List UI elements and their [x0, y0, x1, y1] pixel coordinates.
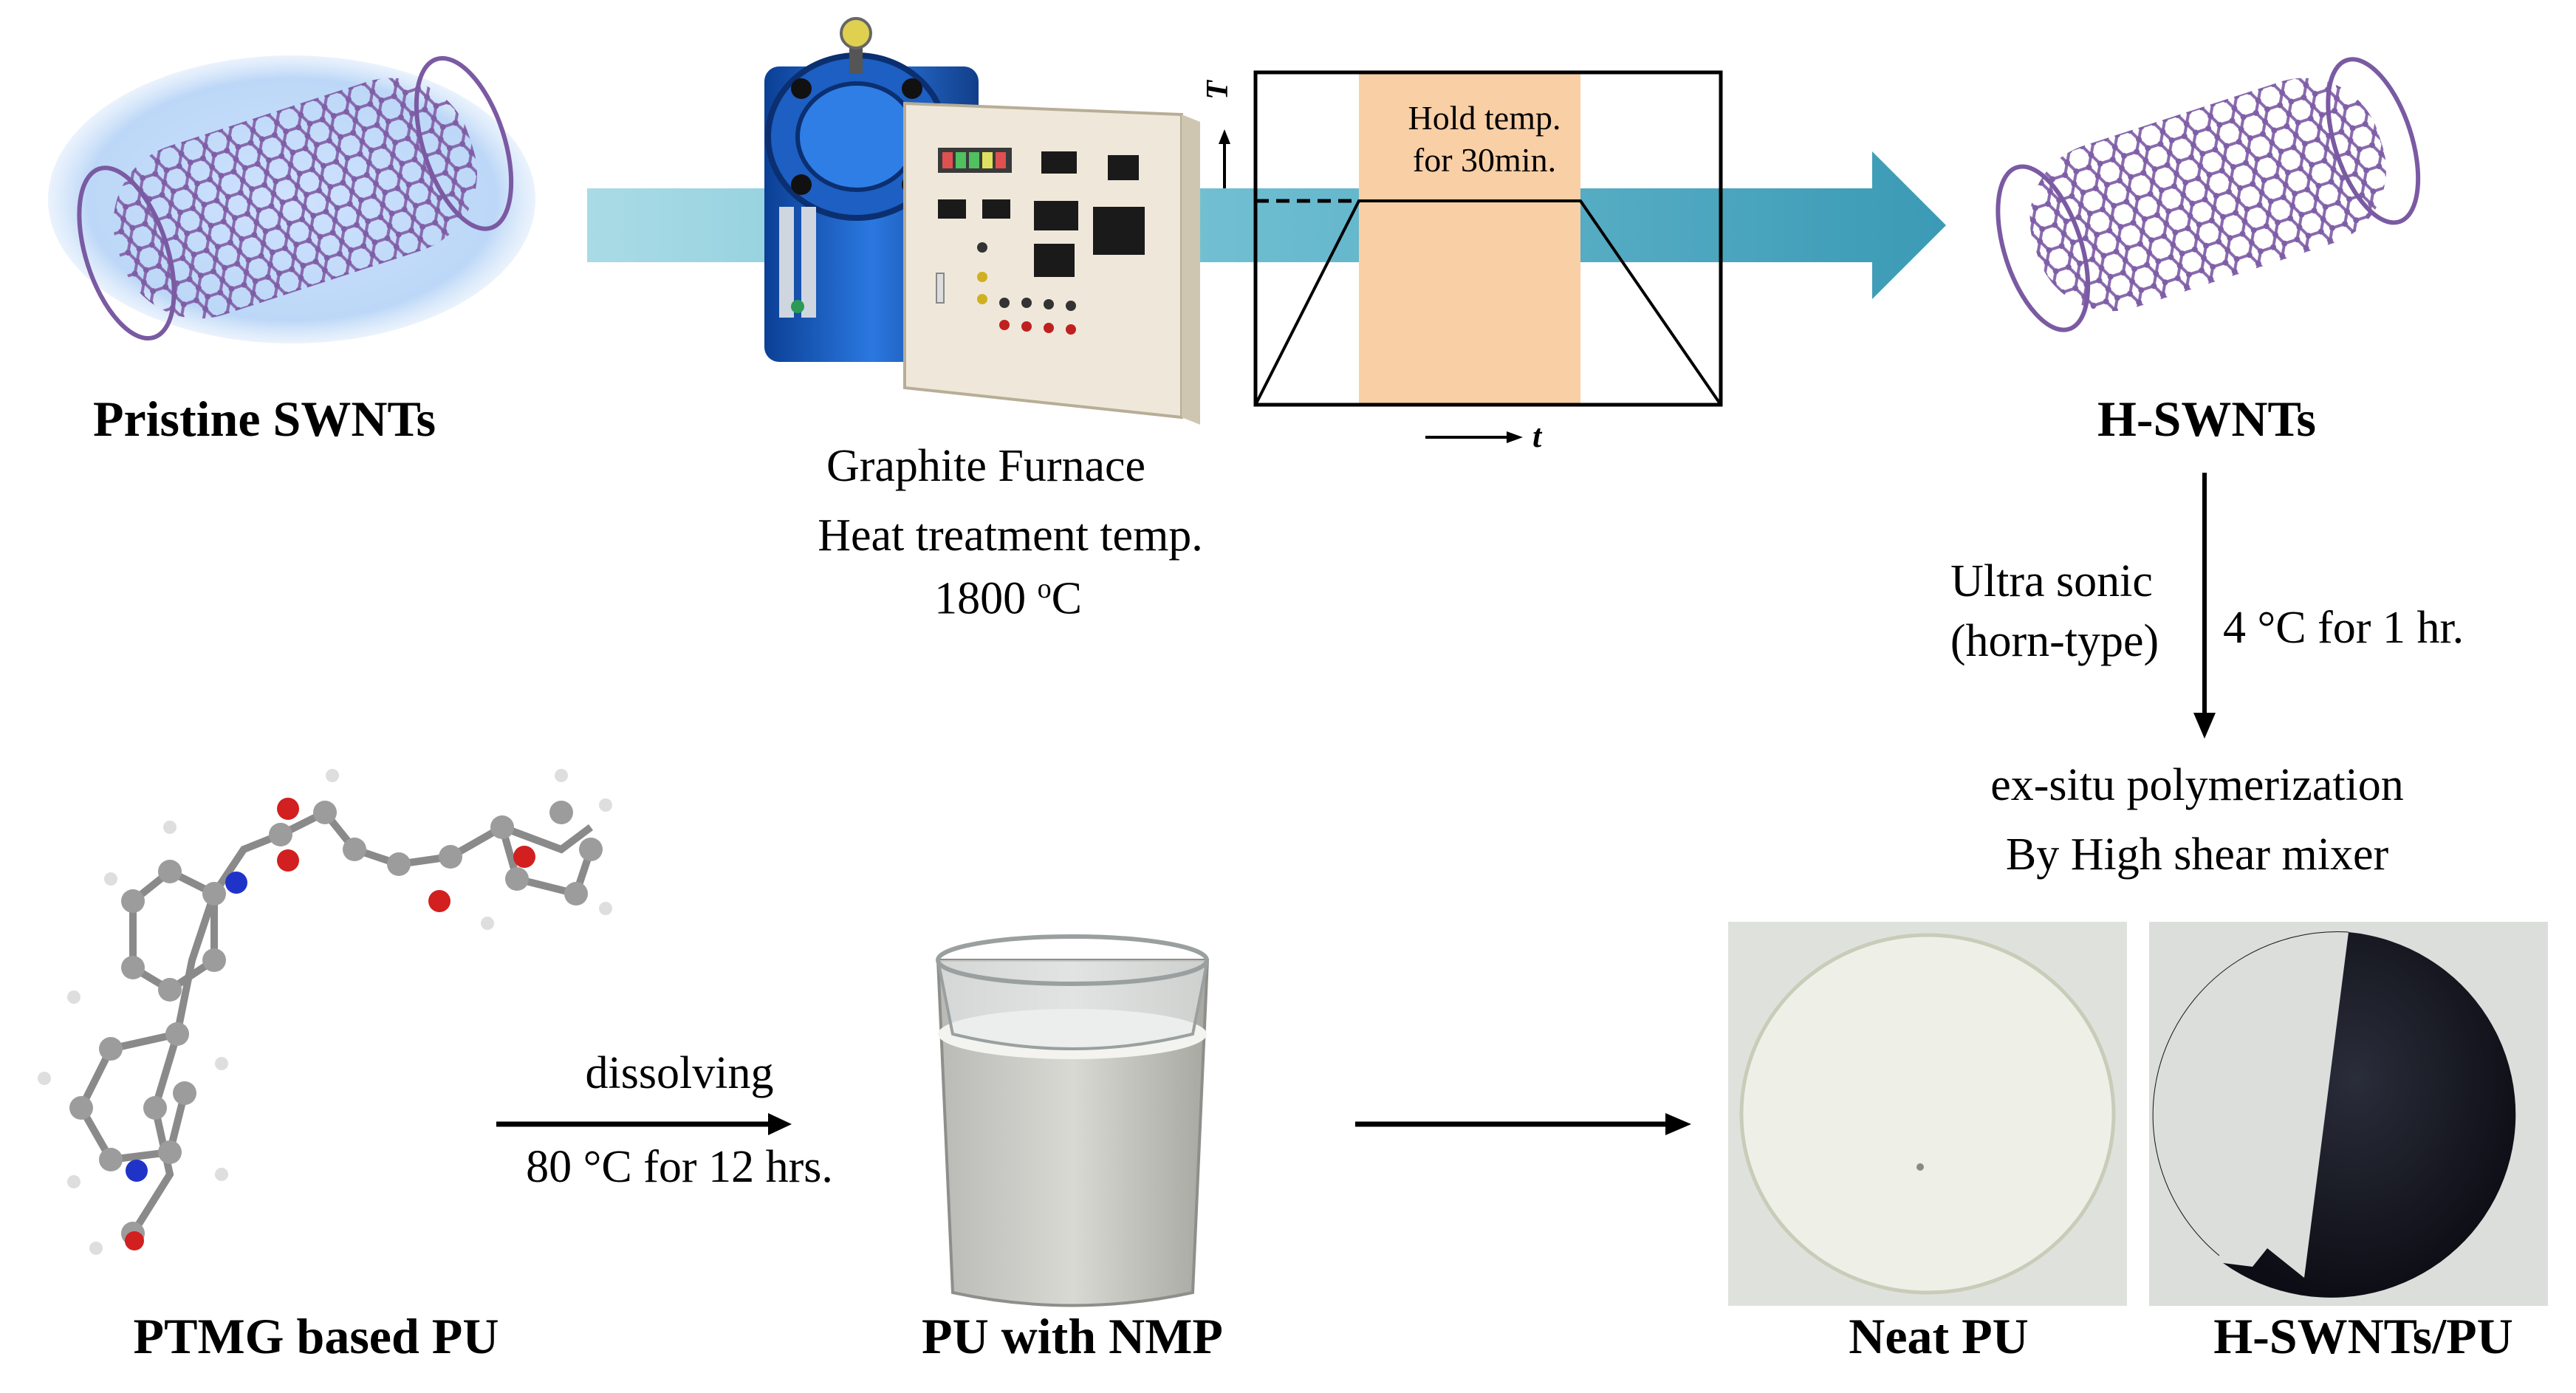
hswnts-pu-film-photo — [2149, 922, 2548, 1306]
graph-frame — [1253, 70, 1723, 407]
h-swnts-pu-label: H-SWNTs/PU — [2213, 1308, 2513, 1364]
graphite-furnace-illustration — [764, 17, 1200, 425]
dissolving-label: dissolving — [585, 1048, 774, 1098]
heat-treatment-temp-value: 1800 oC — [934, 573, 1082, 624]
pu-nmp-beaker-illustration — [936, 934, 1210, 1307]
neat-pu-film-photo — [1728, 922, 2127, 1306]
hold-temperature-band — [1359, 72, 1580, 405]
heat-treatment-temp-label: Heat treatment temp. — [818, 510, 1203, 561]
ex-situ-polymerization-label: ex-situ polymerization — [1990, 760, 2404, 810]
ptmg-molecule-illustration — [38, 769, 612, 1255]
h-swnt-illustration — [1996, 57, 2421, 332]
hold-temp-label: Hold temp. — [1408, 99, 1561, 137]
high-shear-mixer-label: By High shear mixer — [2005, 829, 2389, 880]
sonication-condition-label: 4 °C for 1 hr. — [2223, 603, 2464, 653]
sonication-arrow — [2193, 473, 2216, 739]
h-swnts-label: H-SWNTs — [2097, 391, 2317, 447]
hold-time-label: for 30min. — [1412, 141, 1557, 179]
temperature-axis-label: T — [1200, 81, 1235, 100]
pu-with-nmp-label: PU with NMP — [922, 1308, 1223, 1364]
temperature-profile-graph — [1219, 70, 1723, 443]
temperature-profile-line — [1254, 199, 1722, 406]
ptmg-based-pu-label: PTMG based PU — [133, 1308, 499, 1364]
horn-type-label: (horn-type) — [1950, 616, 2159, 666]
pristine-swnt-illustration — [48, 55, 535, 343]
neat-pu-label: Neat PU — [1849, 1308, 2029, 1364]
dissolving-condition-label: 80 °C for 12 hrs. — [526, 1142, 833, 1192]
time-axis-label: t — [1532, 418, 1542, 454]
pristine-swnts-label: Pristine SWNTs — [92, 391, 436, 447]
ultrasonic-label: Ultra sonic — [1950, 556, 2153, 606]
dissolving-arrow — [496, 1113, 792, 1135]
casting-arrow — [1355, 1113, 1691, 1135]
graphite-furnace-label: Graphite Furnace — [826, 441, 1146, 491]
